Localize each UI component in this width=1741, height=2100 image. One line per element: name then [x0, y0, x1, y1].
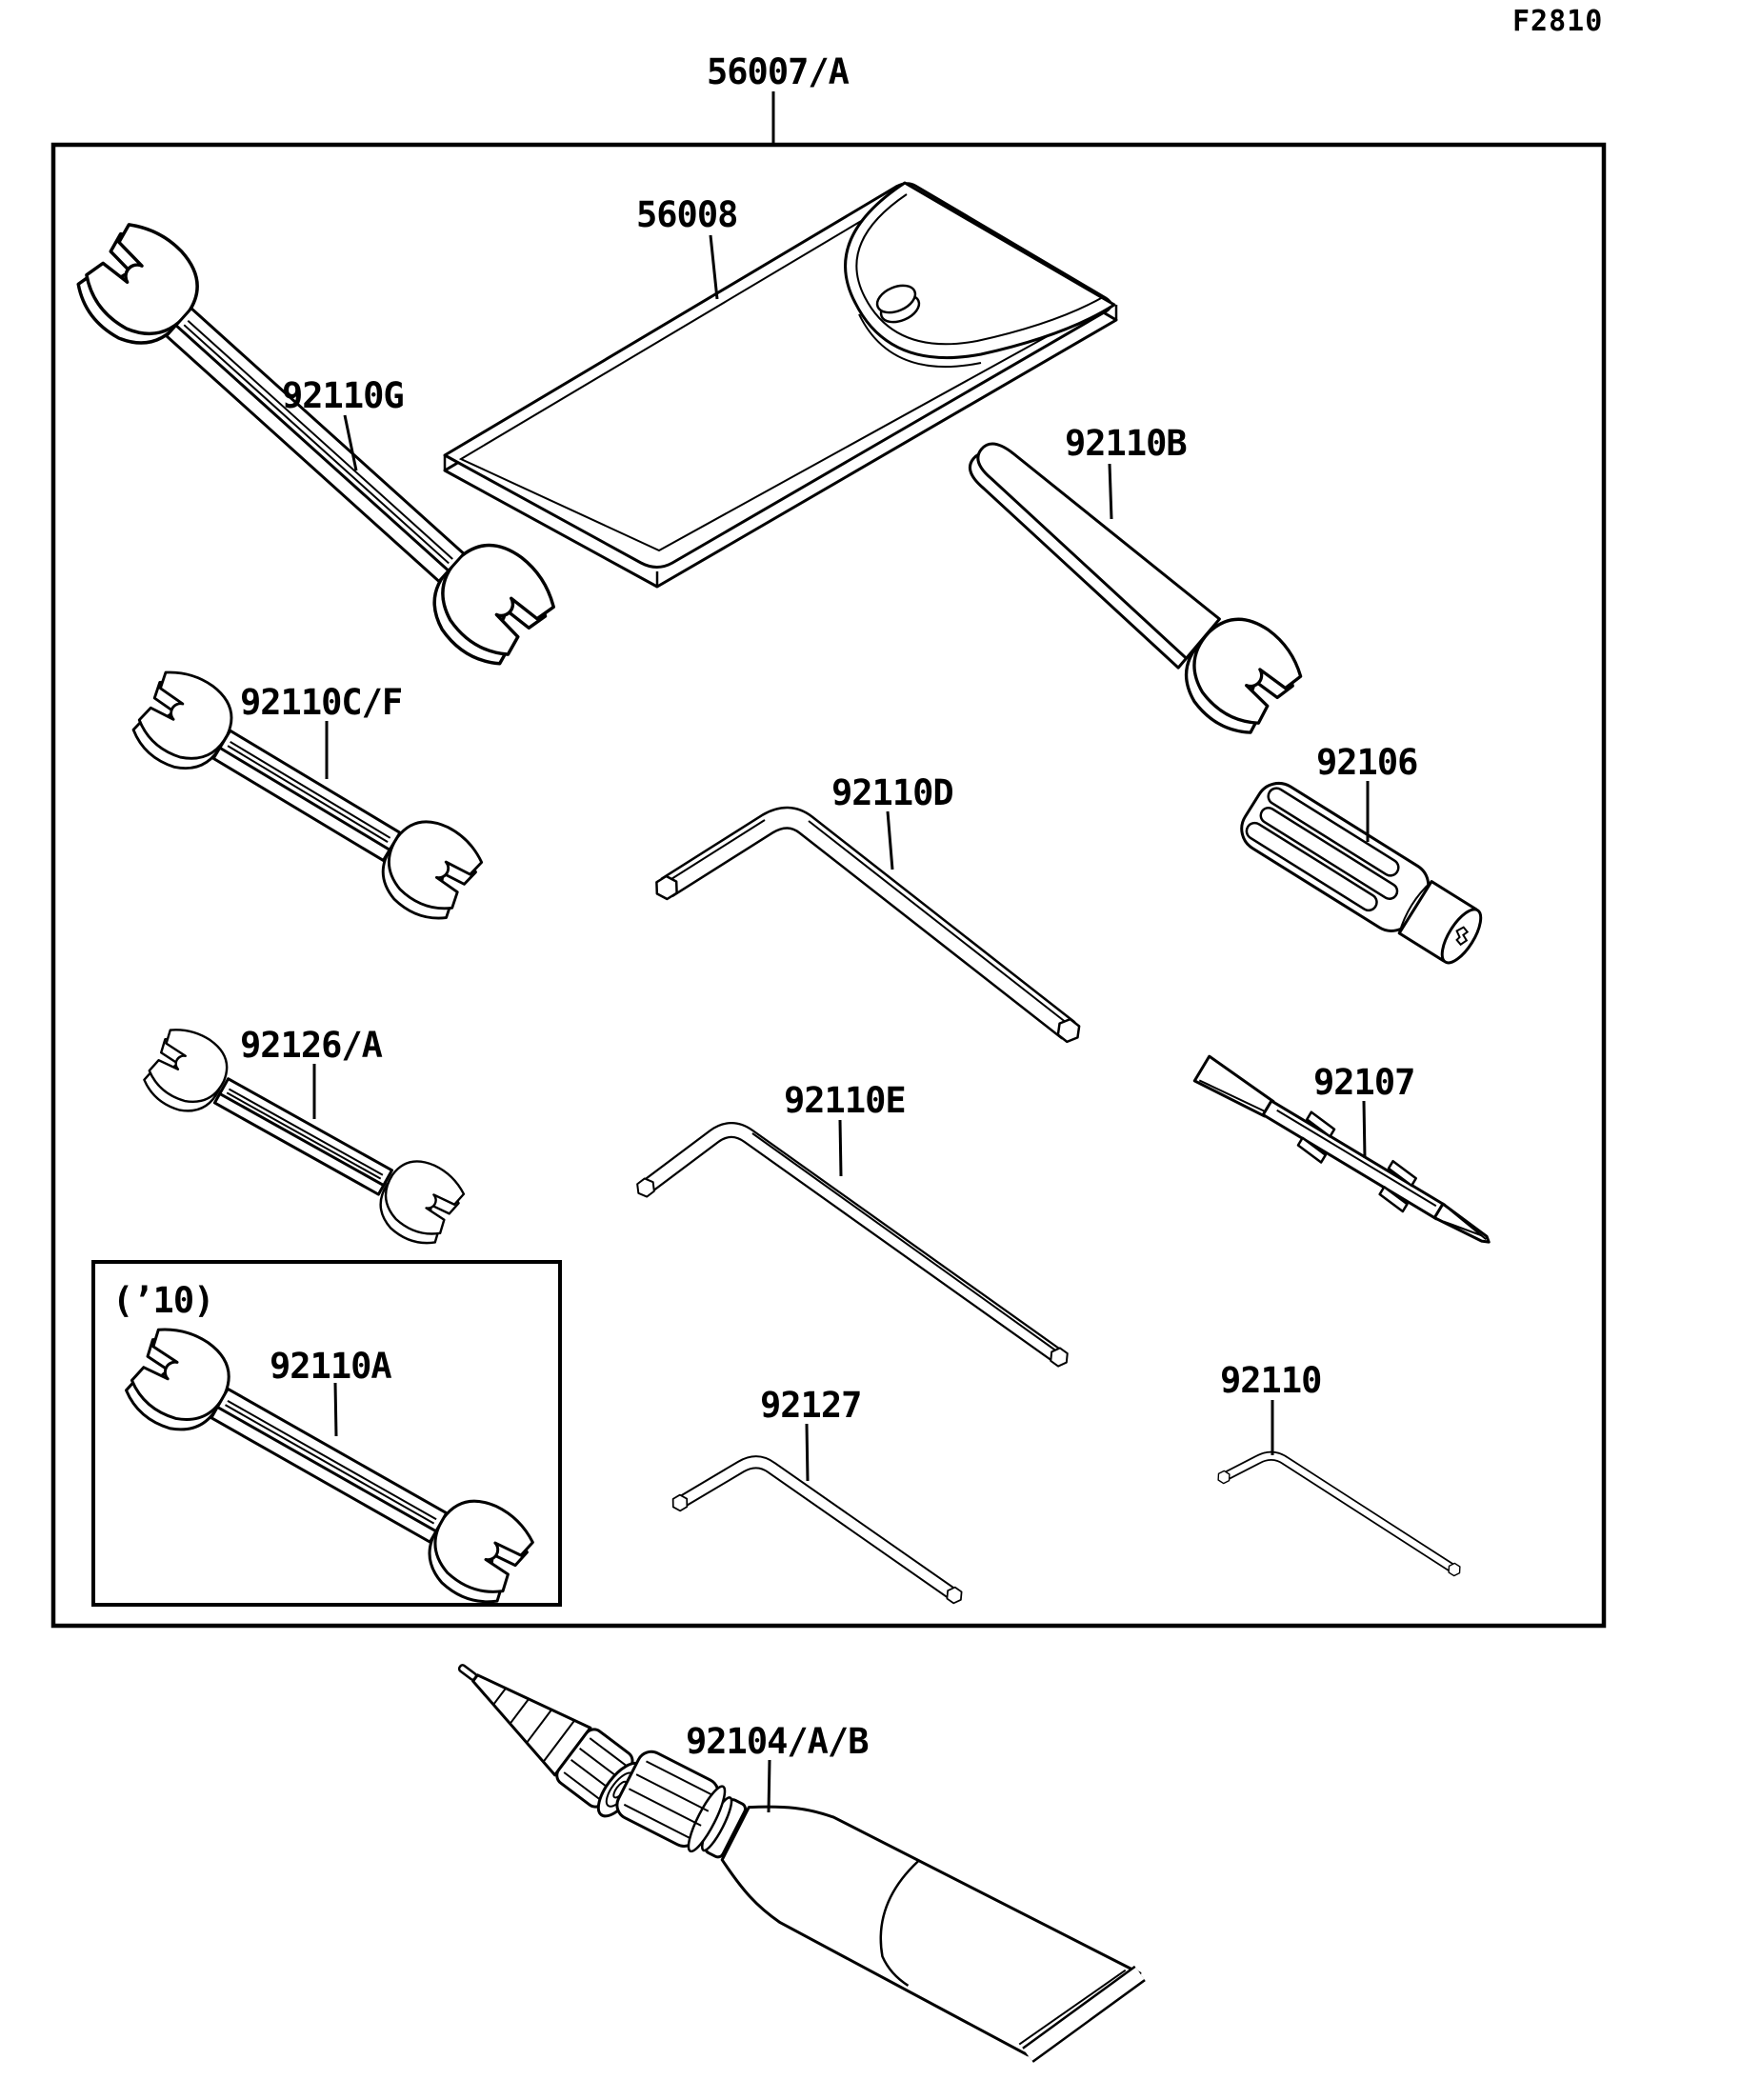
drawing-wrench-92126a	[136, 1019, 470, 1254]
drawing-wrench-92110b	[968, 442, 1312, 748]
label-92104ab: 92104/A/B	[686, 1721, 868, 1762]
drawing-wrench-92110g	[64, 211, 566, 679]
drawing-tool-pouch	[443, 181, 1118, 589]
label-56008: 56008	[636, 194, 737, 235]
figure-code: F2810	[1512, 5, 1603, 38]
label-92110b: 92110B	[1065, 423, 1187, 464]
label-92110: 92110	[1220, 1360, 1321, 1401]
label-92127: 92127	[760, 1385, 861, 1426]
drawing-hexkey-92110e	[632, 1122, 1072, 1370]
label-92110d: 92110D	[831, 772, 953, 813]
label-92110g: 92110G	[282, 375, 404, 416]
drawing-hexkey-92110d	[650, 806, 1086, 1047]
label-92107: 92107	[1313, 1062, 1414, 1103]
label-92110e: 92110E	[784, 1080, 906, 1121]
kit-outline-box	[50, 142, 1607, 1629]
drawing-greasetube-92104	[457, 1664, 1146, 2063]
drawing-hexkey-92110	[1214, 1450, 1464, 1579]
year-variant-box	[91, 1260, 562, 1607]
leader-lines	[312, 91, 1370, 1813]
label-92126a: 92126/A	[240, 1025, 383, 1066]
drawing-wrench-92110a	[116, 1316, 541, 1616]
label-92110a: 92110A	[270, 1346, 391, 1387]
label-92110cf: 92110C/F	[240, 682, 402, 723]
label-year-note: (’10)	[112, 1280, 213, 1321]
drawing-plugtool-92106	[1240, 781, 1483, 965]
drawing-hexkey-92127	[669, 1455, 966, 1607]
drawing-wrench-92110cf	[124, 660, 490, 931]
label-56007a: 56007/A	[707, 51, 850, 92]
pouch-snap-button	[875, 284, 921, 324]
drawing-driverbit-92107	[1192, 1054, 1491, 1244]
label-92106: 92106	[1316, 742, 1417, 783]
